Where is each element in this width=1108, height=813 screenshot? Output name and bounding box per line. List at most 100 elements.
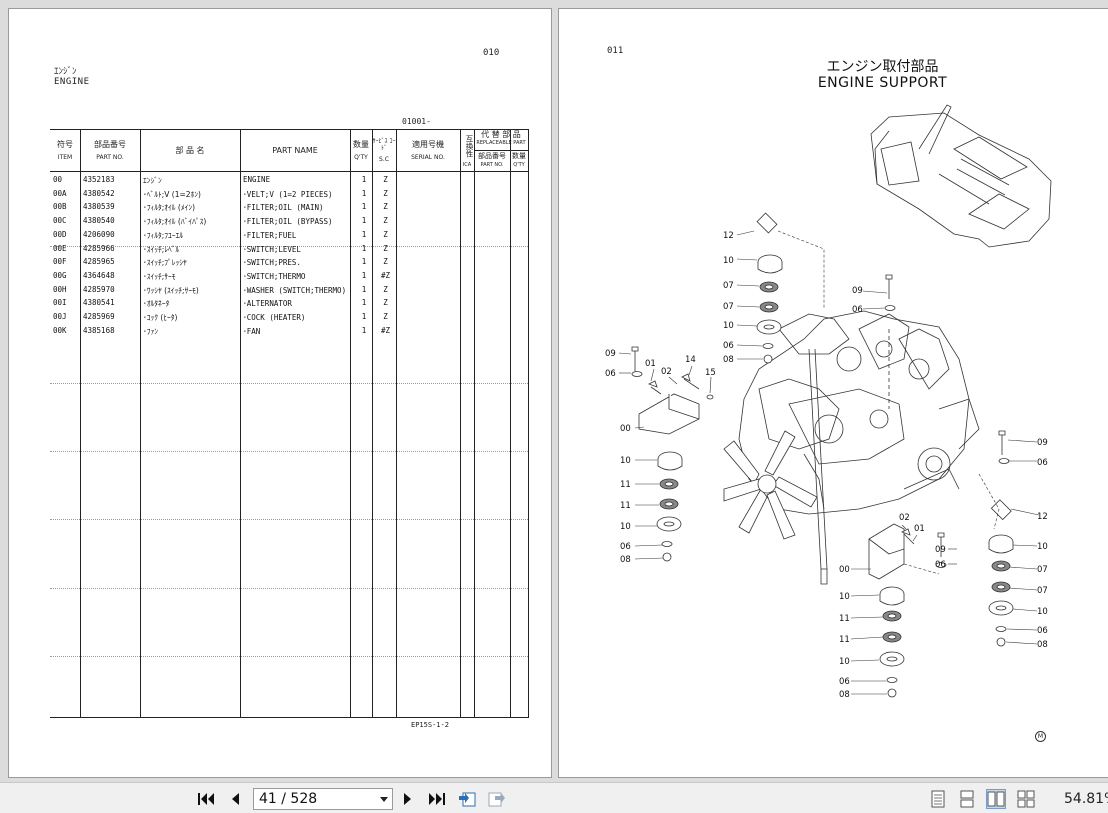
svg-text:07: 07	[1037, 586, 1048, 596]
fan-illustration	[723, 430, 818, 540]
page-number-select[interactable]: 41 / 528	[253, 788, 393, 810]
header-rep-qty-en: Q'TY	[513, 162, 525, 168]
header-rep-qty-jp: 数量	[512, 152, 526, 160]
cell-qty: 1	[361, 284, 367, 294]
zoom-level[interactable]: 54.81%	[1064, 791, 1108, 807]
cell-part: 4364648	[83, 270, 115, 280]
svg-text:11: 11	[839, 614, 850, 624]
cell-sc: Z	[383, 188, 388, 198]
svg-text:09: 09	[605, 349, 616, 359]
cell-en: ･SWITCH;THERMO	[243, 271, 306, 281]
cell-sc: Z	[383, 312, 388, 321]
cell-item: 00H	[53, 284, 67, 294]
cell-en: ･COCK (HEATER)	[243, 313, 306, 322]
svg-text:11: 11	[839, 635, 850, 645]
document-code: EP15S-1-2	[411, 721, 449, 729]
mount-stacks	[631, 212, 1014, 698]
cell-jp: ･ｵﾙﾀﾈｰﾀ	[143, 299, 170, 309]
page-indicator: 41 / 528	[259, 791, 318, 807]
cell-item: 00D	[53, 229, 67, 239]
cell-item: 00I	[53, 298, 67, 308]
cell-item: 00A	[53, 188, 67, 198]
cell-en: ･FAN	[243, 326, 261, 336]
cell-qty: 1	[361, 202, 367, 212]
model-mark: M	[1035, 731, 1046, 742]
svg-text:12: 12	[723, 231, 734, 241]
cell-jp: ･ｽｲｯﾁ;ﾚﾍﾞﾙ	[143, 244, 180, 254]
header-sc-en: S.C	[379, 156, 389, 163]
svg-text:01: 01	[645, 359, 656, 369]
cell-item: 00F	[53, 257, 67, 267]
leader-lines	[618, 230, 1040, 695]
cell-qty: 1	[361, 312, 367, 321]
header-partno-jp: 部品番号	[94, 140, 126, 149]
header-qty-en: Q'TY	[354, 154, 368, 161]
previous-view-icon[interactable]	[457, 789, 477, 809]
cell-sc: Z	[383, 243, 388, 253]
cell-jp: ･ﾌｨﾙﾀ;ﾌﾕｰｴﾙ	[143, 230, 184, 240]
header-replace-en: REPLACEABLE PART	[476, 140, 526, 146]
svg-text:08: 08	[620, 555, 631, 565]
cell-en: ･FILTER;FUEL	[243, 230, 297, 240]
svg-text:11: 11	[620, 501, 631, 511]
cell-jp: ･ﾜｯｼﾔ (ｽｲｯﾁ;ｻｰﾓ)	[143, 285, 199, 295]
svg-text:06: 06	[620, 542, 631, 552]
cell-jp: ･ｺｯｸ (ﾋｰﾀ)	[143, 313, 178, 322]
cell-jp: ･ﾌｨﾙﾀ;ｵｲﾙ (ﾊﾞｲﾊﾟｽ)	[143, 217, 207, 227]
document-viewport[interactable]: 010 ｴﾝｼﾞﾝ ENGINE 01001-	[0, 0, 1108, 782]
diagram-title-jp: エンジン取付部品	[826, 59, 939, 75]
two-page-continuous-view-icon[interactable]	[1016, 789, 1036, 809]
cell-part: 4285966	[83, 243, 115, 253]
cell-part: 4206090	[83, 229, 115, 239]
first-page-icon[interactable]	[196, 789, 216, 809]
cell-jp: ･ｽｲｯﾁ;ｻｰﾓ	[143, 271, 176, 281]
cell-jp: ･ﾌｨﾙﾀ;ｵｲﾙ (ﾒｲﾝ)	[143, 203, 196, 213]
cell-part: 4380541	[83, 298, 115, 308]
cell-en: ･SWITCH;LEVEL	[243, 244, 301, 254]
cell-item: 00J	[53, 312, 67, 321]
prev-page-icon[interactable]	[225, 789, 245, 809]
svg-text:08: 08	[723, 355, 734, 365]
svg-text:09: 09	[935, 545, 946, 555]
svg-text:10: 10	[1037, 542, 1048, 552]
header-name-en: PART NAME	[272, 146, 318, 155]
svg-text:09: 09	[852, 286, 863, 296]
continuous-view-icon[interactable]	[957, 789, 977, 809]
cell-en: ･FILTER;OIL (BYPASS)	[243, 217, 333, 227]
svg-text:10: 10	[1037, 607, 1048, 617]
cell-en: ･FILTER;OIL (MAIN)	[243, 203, 324, 213]
svg-text:06: 06	[723, 341, 734, 351]
section-title-jp: ｴﾝｼﾞﾝ	[54, 67, 77, 77]
last-page-icon[interactable]	[427, 789, 447, 809]
page-011: 011 エンジン取付部品 ENGINE SUPPORT	[558, 8, 1108, 778]
single-page-view-icon[interactable]	[928, 789, 948, 809]
svg-text:10: 10	[839, 592, 850, 602]
cell-part: 4285970	[83, 284, 115, 294]
svg-text:01: 01	[914, 524, 925, 534]
next-view-icon[interactable]	[487, 789, 507, 809]
cell-sc: #Z	[380, 325, 391, 335]
cell-item: 00B	[53, 202, 67, 212]
cell-qty: 1	[361, 270, 367, 280]
header-rep-partno-en: PART NO.	[480, 162, 504, 168]
cell-qty: 1	[361, 188, 367, 198]
cell-sc: Z	[383, 298, 388, 308]
header-partno-en: PART NO.	[96, 154, 124, 161]
svg-text:10: 10	[620, 456, 631, 466]
svg-text:06: 06	[1037, 458, 1048, 468]
page-number: 010	[483, 48, 500, 58]
cell-jp: ｴﾝｼﾞﾝ	[143, 176, 162, 185]
two-page-view-icon[interactable]	[986, 789, 1006, 809]
cell-qty: 1	[361, 257, 367, 267]
next-page-icon[interactable]	[398, 789, 418, 809]
svg-text:06: 06	[935, 560, 946, 570]
excavator-illustration	[870, 104, 1052, 248]
header-ica-jp: 互換性	[465, 134, 474, 158]
svg-text:06: 06	[839, 677, 850, 687]
